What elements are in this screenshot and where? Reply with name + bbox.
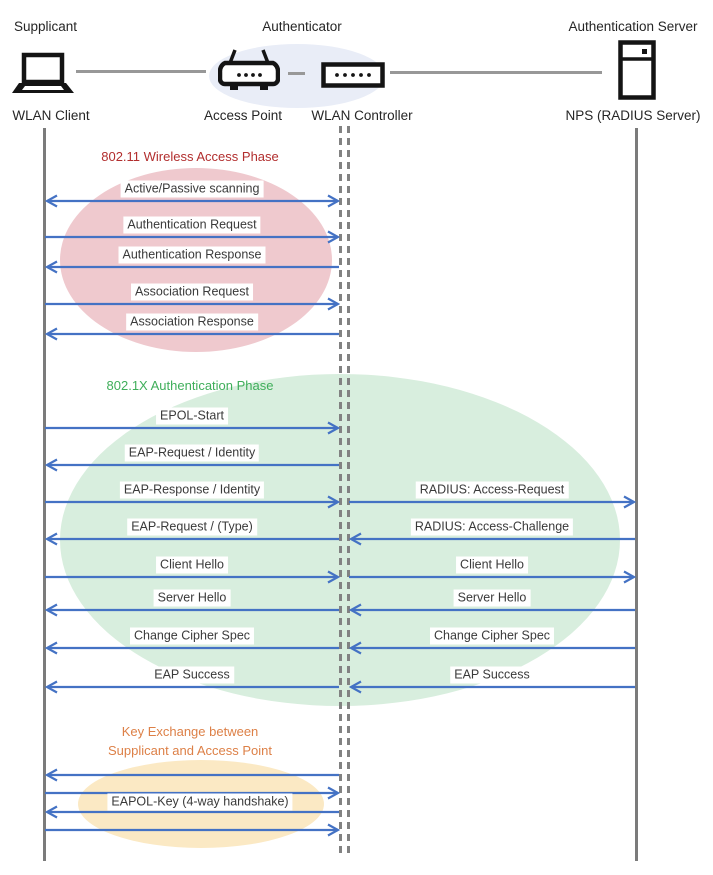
message-label: RADIUS: Access-Challenge xyxy=(410,518,574,536)
message-label: EAPOL-Key (4-way handshake) xyxy=(107,793,293,811)
message-label: EAP-Request / Identity xyxy=(124,444,260,462)
device-label-nps-radius-server: NPS (RADIUS Server) xyxy=(565,108,701,123)
connector-line-client-ap xyxy=(76,70,206,73)
message-label: EAP Success xyxy=(150,666,234,684)
message-label: Change Cipher Spec xyxy=(429,627,555,645)
role-label-supplicant: Supplicant xyxy=(14,19,78,34)
message-label: Authentication Request xyxy=(123,216,261,234)
message-label: Authentication Response xyxy=(118,246,266,264)
device-label-wlan-client: WLAN Client xyxy=(12,108,90,123)
phase-title-1: 802.11 Wireless Access Phase xyxy=(101,149,279,164)
message-label: EPOL-Start xyxy=(156,407,228,425)
message-label: EAP-Response / Identity xyxy=(119,481,265,499)
message-label: Server Hello xyxy=(153,589,231,607)
message-label: EAP Success xyxy=(450,666,534,684)
lifeline-controller-left xyxy=(338,126,342,858)
message-label: Change Cipher Spec xyxy=(129,627,255,645)
laptop-icon xyxy=(12,52,74,93)
connector-line-controller-server xyxy=(390,71,602,74)
wlan-controller-icon xyxy=(321,62,385,88)
message-label: Server Hello xyxy=(453,589,531,607)
message-label: Association Response xyxy=(126,313,258,331)
message-label: Client Hello xyxy=(156,556,228,574)
server-icon xyxy=(618,40,656,100)
message-label: Association Request xyxy=(131,283,253,301)
access-point-icon xyxy=(218,49,280,90)
lifeline-controller-right xyxy=(346,126,350,858)
role-label-authentication-server: Authentication Server xyxy=(568,19,698,34)
lifeline-wlan-client xyxy=(42,128,46,861)
connector-line-ap-controller xyxy=(288,72,305,75)
lifeline-radius-server xyxy=(634,128,638,861)
phase-title-2: 802.1X Authentication Phase xyxy=(106,378,274,393)
message-label: Client Hello xyxy=(456,556,528,574)
device-label-access-point: Access Point xyxy=(203,108,283,123)
device-label-wlan-controller: WLAN Controller xyxy=(311,108,413,123)
message-label: RADIUS: Access-Request xyxy=(415,481,569,499)
role-label-authenticator: Authenticator xyxy=(262,19,342,34)
message-label: EAP-Request / (Type) xyxy=(127,518,257,536)
message-label: Active/Passive scanning xyxy=(120,180,264,198)
